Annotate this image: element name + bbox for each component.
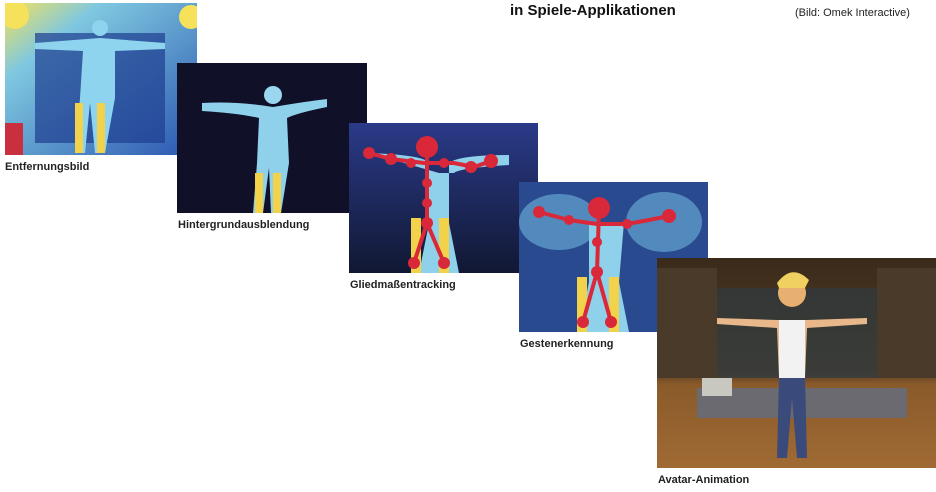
stage-label-limb-tracking: Gliedmaßentracking: [350, 279, 456, 291]
stage-label-background-removal: Hintergrundausblendung: [178, 219, 309, 231]
avatar-animation-frame: [657, 258, 936, 468]
stage-label-depth: Entfernungsbild: [5, 161, 89, 173]
page-title: in Spiele-Applikationen: [510, 2, 676, 19]
depth-image-frame: [5, 3, 197, 155]
image-credit: (Bild: Omek Interactive): [795, 7, 910, 19]
stage-label-avatar-animation: Avatar-Animation: [658, 474, 749, 486]
depth-image: [5, 3, 197, 155]
background-removal-image: [177, 63, 367, 213]
stage-label-gesture-recognition: Gestenerkennung: [520, 338, 614, 350]
background-removal-frame: [177, 63, 367, 213]
limb-tracking-image: [349, 123, 538, 273]
limb-tracking-frame: [349, 123, 538, 273]
avatar-animation-image: [657, 258, 936, 468]
